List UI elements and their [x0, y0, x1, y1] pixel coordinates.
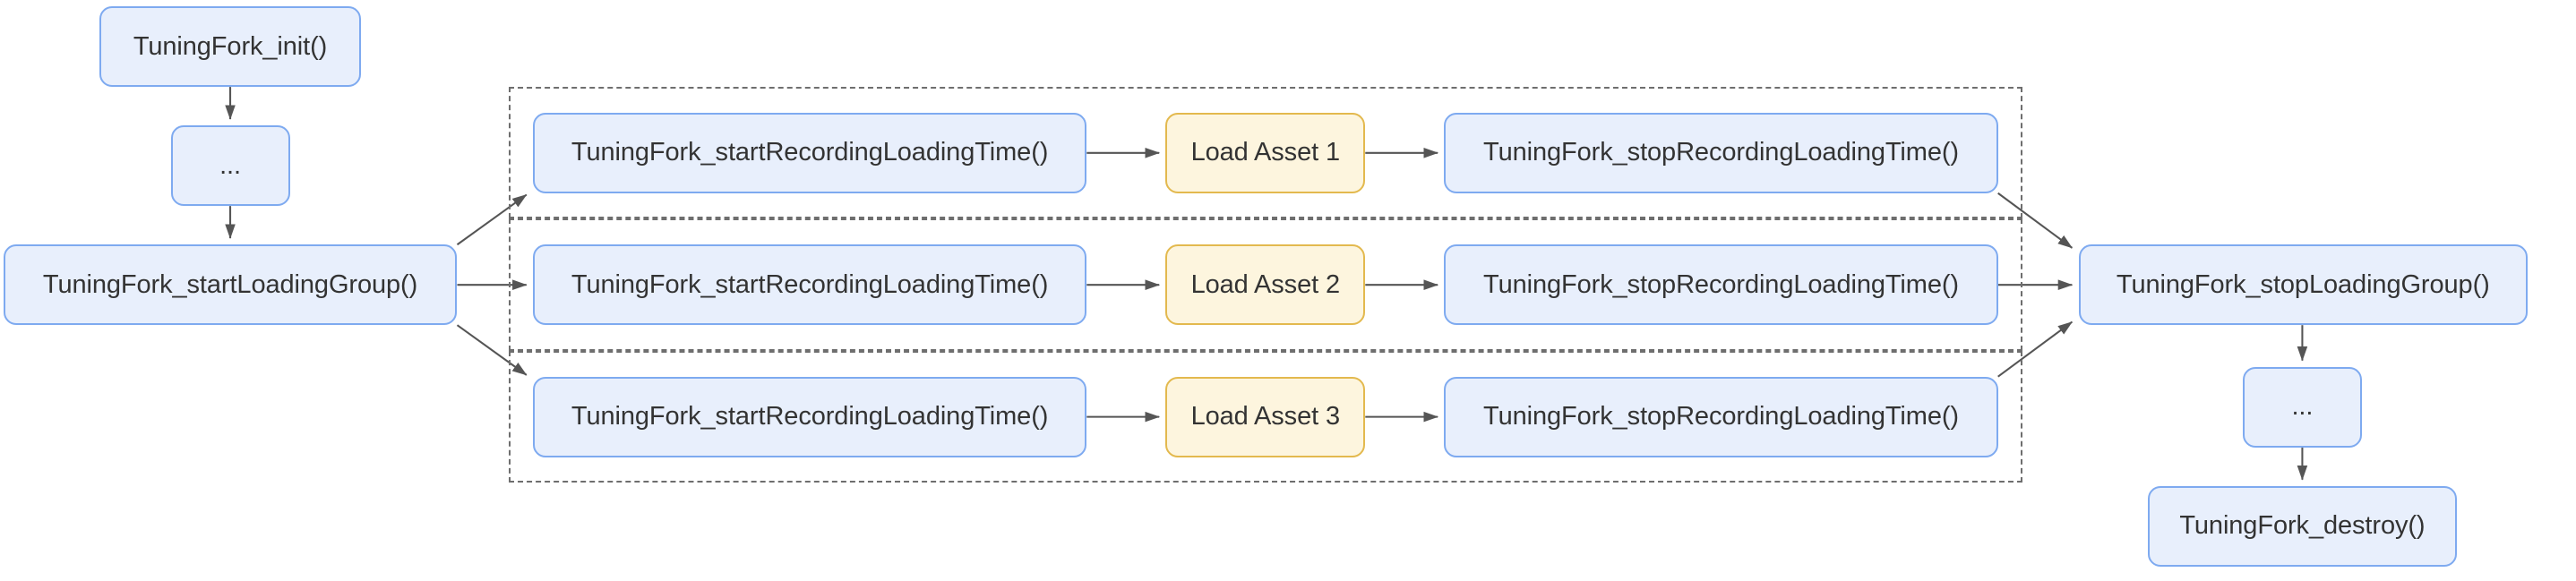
node-startrecording-1[interactable]: TuningFork_startRecordingLoadingTime() [532, 112, 1087, 193]
node-label: TuningFork_init() [133, 31, 328, 61]
node-load-asset-1[interactable]: Load Asset 1 [1165, 112, 1366, 193]
node-label: TuningFork_startRecordingLoadingTime() [571, 138, 1049, 167]
node-startrecording-3[interactable]: TuningFork_startRecordingLoadingTime() [532, 376, 1087, 457]
node-label: Load Asset 2 [1190, 269, 1341, 299]
loading-group-cluster-3 [509, 350, 2022, 483]
node-label: Load Asset 3 [1190, 402, 1341, 431]
node-ellipsis-bottom[interactable]: ... [2242, 366, 2362, 448]
node-stoprecording-2[interactable]: TuningFork_stopRecordingLoadingTime() [1444, 244, 1998, 326]
node-label: Load Asset 1 [1190, 138, 1341, 167]
node-label: TuningFork_stopRecordingLoadingTime() [1483, 402, 1959, 431]
node-label: ... [2291, 392, 2314, 422]
loading-group-cluster-1 [509, 87, 2022, 219]
node-load-asset-2[interactable]: Load Asset 2 [1165, 244, 1366, 326]
node-label: TuningFork_startRecordingLoadingTime() [571, 402, 1049, 431]
node-startrecording-2[interactable]: TuningFork_startRecordingLoadingTime() [532, 244, 1087, 326]
node-stoprecording-1[interactable]: TuningFork_stopRecordingLoadingTime() [1444, 112, 1998, 193]
node-label: TuningFork_stopRecordingLoadingTime() [1483, 138, 1959, 167]
node-load-asset-3[interactable]: Load Asset 3 [1165, 376, 1366, 457]
node-label: TuningFork_startRecordingLoadingTime() [571, 269, 1049, 299]
node-tuningfork-startloadinggroup[interactable]: TuningFork_startLoadingGroup() [3, 244, 458, 326]
node-label: ... [219, 150, 241, 180]
node-label: TuningFork_stopRecordingLoadingTime() [1483, 269, 1959, 299]
node-label: TuningFork_stopLoadingGroup() [2116, 269, 2490, 299]
node-label: TuningFork_startLoadingGroup() [42, 269, 418, 299]
node-tuningfork-destroy[interactable]: TuningFork_destroy() [2147, 485, 2457, 567]
node-stoprecording-3[interactable]: TuningFork_stopRecordingLoadingTime() [1444, 376, 1998, 457]
node-ellipsis-top[interactable]: ... [170, 125, 290, 207]
node-label: TuningFork_destroy() [2179, 511, 2426, 541]
node-tuningfork-stoploadinggroup[interactable]: TuningFork_stopLoadingGroup() [2078, 244, 2529, 326]
node-tuningfork-init[interactable]: TuningFork_init() [99, 6, 361, 88]
